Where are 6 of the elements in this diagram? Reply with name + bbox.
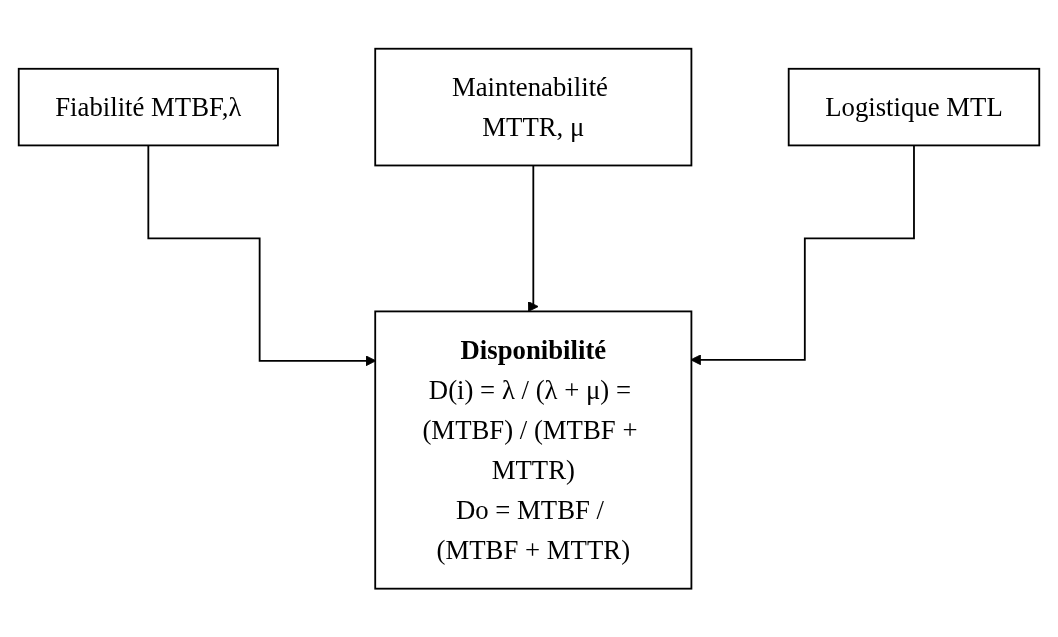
arrow: [527, 164, 539, 312]
node-box: [17, 67, 279, 147]
node-box: [374, 47, 693, 167]
node-box: [374, 310, 693, 590]
node-box: [787, 67, 1041, 147]
flowchart-drawing: Fiabilité MTBF,λ Maintenabilité MTTR, μ Logistique MTL Disponibilité D(i) = λ / (λ + μ) = (MTBF) / (MTBF + MTTR) Do = MTBF / (MTBF + MTTR): [9, 38, 1049, 599]
